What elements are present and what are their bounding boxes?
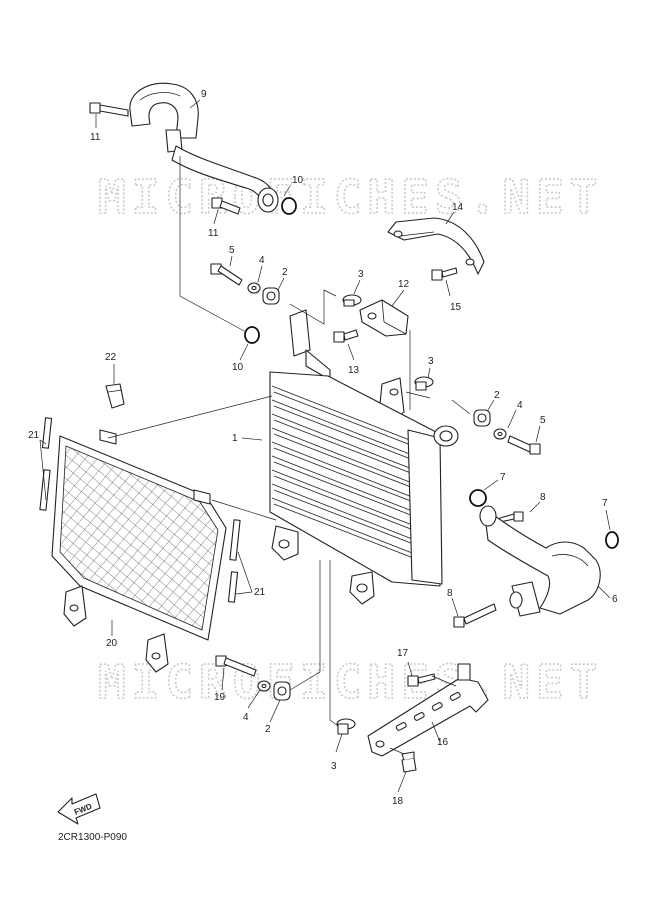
grommet-2-upper[interactable] (262, 287, 280, 305)
callout-3-upper: 3 (358, 269, 364, 280)
o-ring-7-left[interactable] (469, 489, 487, 507)
callout-5-upper: 5 (229, 245, 235, 256)
callout-10-lower: 10 (232, 362, 244, 373)
collar-3-right[interactable] (414, 376, 434, 391)
callout-labels: 9 11 10 11 14 5 4 2 3 12 15 13 10 22 3 2… (28, 89, 618, 807)
hose-9[interactable] (129, 82, 279, 213)
callout-4-lower: 4 (243, 712, 249, 723)
o-ring-10-lower[interactable] (244, 326, 260, 344)
washer-4-right[interactable] (493, 428, 507, 440)
bolt-17[interactable] (407, 673, 436, 687)
fwd-arrow-icon: FWD (57, 793, 101, 825)
callout-4-right: 4 (517, 400, 523, 411)
collar-3-upper[interactable] (342, 294, 362, 307)
callout-8-upper: 8 (540, 492, 546, 503)
bolt-8-lower[interactable] (453, 603, 497, 628)
washer-4-upper[interactable] (247, 282, 261, 294)
bolt-5-upper[interactable] (210, 263, 243, 286)
washer-4-lower[interactable] (257, 680, 271, 692)
grommet-2-right[interactable] (473, 409, 491, 427)
callout-11-upper: 11 (90, 132, 101, 143)
callout-3-lower: 3 (331, 761, 337, 772)
callout-14: 14 (452, 202, 464, 213)
bolt-15[interactable] (431, 267, 458, 281)
callout-7-left: 7 (500, 472, 506, 483)
callout-1: 1 (232, 433, 238, 444)
collar-3-lower[interactable] (336, 718, 356, 735)
callout-10-upper: 10 (292, 175, 304, 186)
o-ring-7-right[interactable] (605, 531, 619, 549)
callout-19: 19 (214, 692, 226, 703)
callout-13: 13 (348, 365, 360, 376)
callout-6: 6 (612, 594, 618, 605)
callout-17: 17 (397, 648, 409, 659)
bolt-11-upper[interactable] (89, 102, 129, 117)
callout-7-right: 7 (602, 498, 608, 509)
callout-11-lower: 11 (208, 228, 219, 239)
o-ring-10-upper[interactable] (281, 197, 297, 215)
callout-15: 15 (450, 302, 462, 313)
damper-21-right[interactable] (227, 519, 241, 603)
callout-22: 22 (105, 352, 117, 363)
callout-20: 20 (106, 638, 118, 649)
clip-22[interactable] (105, 383, 125, 409)
callout-21-right: 21 (254, 587, 266, 598)
watermark-bottom: MICROFICHES.NET (98, 655, 603, 709)
grommet-2-lower[interactable] (273, 681, 291, 701)
callout-8-lower: 8 (447, 588, 453, 599)
holder-12[interactable] (359, 299, 409, 337)
callout-16: 16 (437, 737, 449, 748)
callout-18: 18 (392, 796, 404, 807)
bracket-16[interactable] (367, 663, 489, 757)
bolt-18[interactable] (401, 751, 417, 773)
callout-12: 12 (398, 279, 410, 290)
watermark-top: MICROFICHES.NET (98, 170, 603, 224)
bolt-5-right[interactable] (507, 435, 541, 455)
leader-lines (39, 99, 611, 793)
callout-3-right: 3 (428, 356, 434, 367)
bolt-13[interactable] (333, 329, 359, 343)
bolt-11-lower[interactable] (211, 197, 241, 215)
bracket-14[interactable] (387, 217, 485, 275)
radiator-guard-20[interactable] (51, 429, 227, 673)
bolt-19[interactable] (215, 655, 257, 677)
callout-21-left: 21 (28, 430, 40, 441)
bolt-8-upper[interactable] (499, 511, 524, 523)
callout-2-right: 2 (494, 390, 500, 401)
pipe-6[interactable] (479, 505, 601, 617)
oil-cooler-1[interactable] (269, 309, 459, 605)
callout-9: 9 (201, 89, 207, 100)
callout-2-upper: 2 (282, 267, 288, 278)
callout-2-lower: 2 (265, 724, 271, 735)
diagram-code: 2CR1300-P090 (58, 832, 127, 843)
callout-5-right: 5 (540, 415, 546, 426)
callout-4-upper: 4 (259, 255, 265, 266)
